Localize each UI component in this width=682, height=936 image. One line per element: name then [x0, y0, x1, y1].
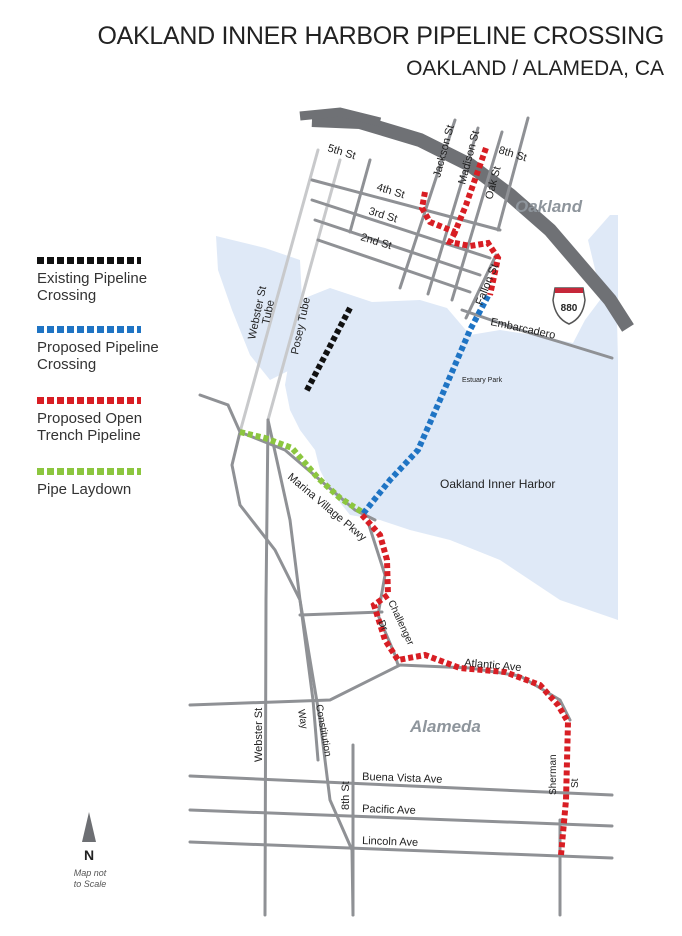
alameda-west-loop — [198, 393, 355, 917]
alameda-streets — [188, 393, 614, 917]
lincoln-ave — [188, 840, 614, 860]
tube-water-west — [216, 236, 302, 380]
eighth-st-top — [496, 116, 530, 232]
label-lincoln-ave: Lincoln Ave — [362, 835, 418, 849]
water-label-park: Estuary Park — [462, 377, 503, 384]
legend-swatch-open-trench — [37, 397, 141, 404]
pipeline-pipe-laydown — [239, 429, 364, 515]
fourth-st — [310, 198, 492, 260]
legend-item-proposed-crossing: Proposed Pipeline Crossing — [37, 326, 207, 373]
label-5th-st: 5th St — [326, 142, 357, 162]
oakland-streets — [310, 116, 614, 360]
interstate-880-shield: 880 — [552, 287, 586, 325]
shore-east — [588, 215, 618, 300]
legend-item-pipe-laydown: Pipe Laydown — [37, 468, 207, 498]
legend-label-open-trench: Proposed Open Trench Pipeline — [37, 410, 143, 444]
label-webster-tube-line2: Tube — [260, 299, 277, 326]
madison-st — [426, 126, 480, 296]
legend-item-open-trench: Proposed Open Trench Pipeline — [37, 397, 207, 444]
fifth-st — [310, 178, 502, 232]
webster-tube-road — [238, 148, 320, 434]
legend-label-existing: Existing Pipeline Crossing — [37, 270, 148, 304]
oak-st — [450, 130, 504, 302]
trench-oakland-2 — [445, 230, 502, 296]
label-2nd-st: 2nd St — [359, 231, 393, 252]
label-fallon-st: Fallon St — [474, 262, 501, 307]
highway-880-ramp — [299, 107, 382, 127]
area-label-oakland: Oakland — [515, 197, 583, 216]
north-arrow: N — [82, 812, 96, 863]
label-challenger-dr: Dr — [375, 619, 390, 634]
trench-oakland — [418, 147, 489, 236]
label-way: Way — [295, 709, 309, 730]
fallon-st — [464, 253, 498, 320]
shield-label: 880 — [561, 303, 578, 314]
label-sherman: Sherman — [548, 754, 559, 795]
legend-item-existing: Existing Pipeline Crossing — [37, 257, 207, 304]
label-atlantic-ave: Atlantic Ave — [464, 657, 522, 674]
north-arrow-icon — [82, 812, 96, 842]
water-bodies — [216, 215, 618, 620]
second-st — [316, 238, 472, 294]
posey-tube-road — [266, 158, 342, 422]
estuary-water — [285, 238, 618, 620]
legend-label-proposed-crossing: Proposed Pipeline Crossing — [37, 339, 159, 373]
tube-roads — [238, 148, 342, 434]
label-pacific-ave: Pacific Ave — [362, 803, 416, 817]
legend-label-pipe-laydown: Pipe Laydown — [37, 481, 132, 498]
highway-880-main — [311, 113, 634, 332]
webster-st-top — [348, 158, 372, 234]
constitution-way — [266, 418, 320, 762]
pacific-ave — [188, 808, 614, 828]
webster-st — [263, 418, 270, 917]
label-8th-st: 8th St — [340, 781, 352, 810]
trench-alameda — [359, 512, 572, 856]
map-subtitle: OAKLAND / ALAMEDA, CA — [406, 57, 664, 80]
pipeline-open-trench — [359, 147, 572, 856]
label-buena-vista-ave: Buena Vista Ave — [362, 771, 443, 786]
legend-swatch-existing — [37, 257, 141, 264]
highway-880 — [299, 107, 634, 332]
label-8th-st-top: 8th St — [497, 144, 528, 164]
north-letter: N — [84, 847, 94, 863]
cross-street-mid — [298, 610, 384, 617]
scale-note: Map not to Scale — [73, 868, 107, 889]
label-webster-st: Webster St — [253, 708, 265, 762]
map-title: OAKLAND INNER HARBOR PIPELINE CROSSING — [97, 22, 664, 50]
embarcadero — [460, 308, 614, 360]
jackson-st — [398, 118, 457, 290]
label-webster-tube-2: Tube — [260, 299, 277, 326]
third-st — [313, 218, 482, 277]
pipeline-proposed-crossing — [359, 294, 491, 517]
legend-swatch-proposed-crossing — [37, 326, 141, 333]
park-label-text: Estuary Park — [462, 377, 503, 384]
label-sherman-st: St — [570, 778, 581, 788]
buena-vista-ave — [188, 774, 614, 797]
area-label-alameda: Alameda — [409, 717, 481, 736]
legend-swatch-pipe-laydown — [37, 468, 141, 475]
water-label-harbor: Oakland Inner Harbor — [440, 477, 555, 491]
